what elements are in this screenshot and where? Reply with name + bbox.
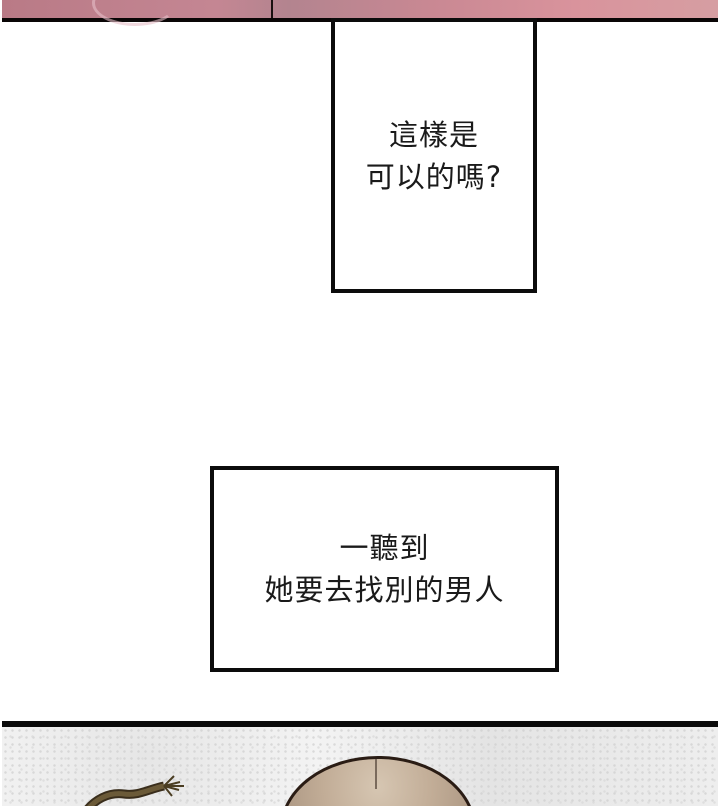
hair-part	[375, 759, 377, 789]
narration-box-1: 這樣是 可以的嗎?	[331, 18, 537, 293]
bottom-comic-panel	[2, 721, 718, 806]
narration-line: 這樣是	[388, 117, 479, 152]
narration-line: 一聽到	[339, 531, 430, 565]
branch-illustration	[84, 775, 184, 806]
narration-line: 她要去找別的男人	[264, 573, 505, 607]
panel-illustration-detail	[92, 0, 178, 26]
panel-divider	[271, 0, 273, 18]
narration-line: 可以的嗎?	[365, 159, 503, 194]
narration-box-2: 一聽到 她要去找別的男人	[210, 466, 559, 672]
